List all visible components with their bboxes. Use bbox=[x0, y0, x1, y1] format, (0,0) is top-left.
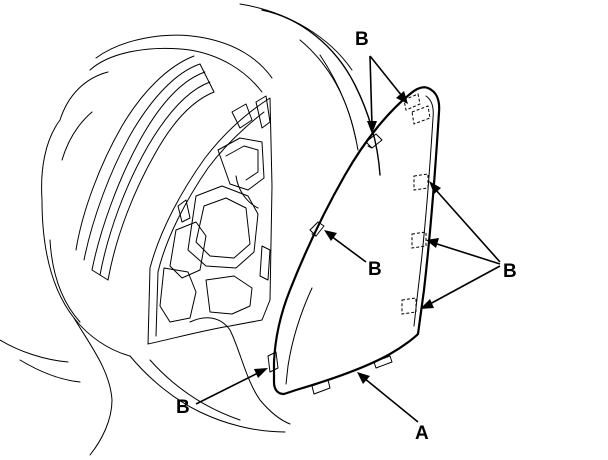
tail-light-trim bbox=[75, 55, 215, 281]
label-a: A bbox=[415, 423, 429, 444]
clip-bottom-1 bbox=[311, 379, 331, 395]
clip-left-2 bbox=[267, 351, 279, 373]
label-b-middle: B bbox=[368, 259, 382, 280]
leader-lines bbox=[195, 55, 501, 423]
clip-right-2 bbox=[411, 231, 427, 249]
cable-route bbox=[189, 317, 291, 425]
clip-bottom-2 bbox=[373, 355, 393, 369]
label-b-right: B bbox=[503, 261, 517, 282]
trunk-opening-interior bbox=[147, 95, 273, 345]
clip-group bbox=[267, 93, 431, 395]
vehicle-body-outline bbox=[0, 3, 381, 456]
clip-right-1 bbox=[413, 173, 429, 191]
clip-right-3 bbox=[401, 297, 417, 315]
label-b-bottom-left: B bbox=[176, 397, 190, 418]
clip-left-1 bbox=[309, 221, 325, 237]
label-b-top: B bbox=[355, 29, 369, 50]
clip-top-2 bbox=[403, 93, 431, 125]
clip-top-1 bbox=[365, 133, 383, 149]
side-trim-panel bbox=[272, 86, 441, 396]
